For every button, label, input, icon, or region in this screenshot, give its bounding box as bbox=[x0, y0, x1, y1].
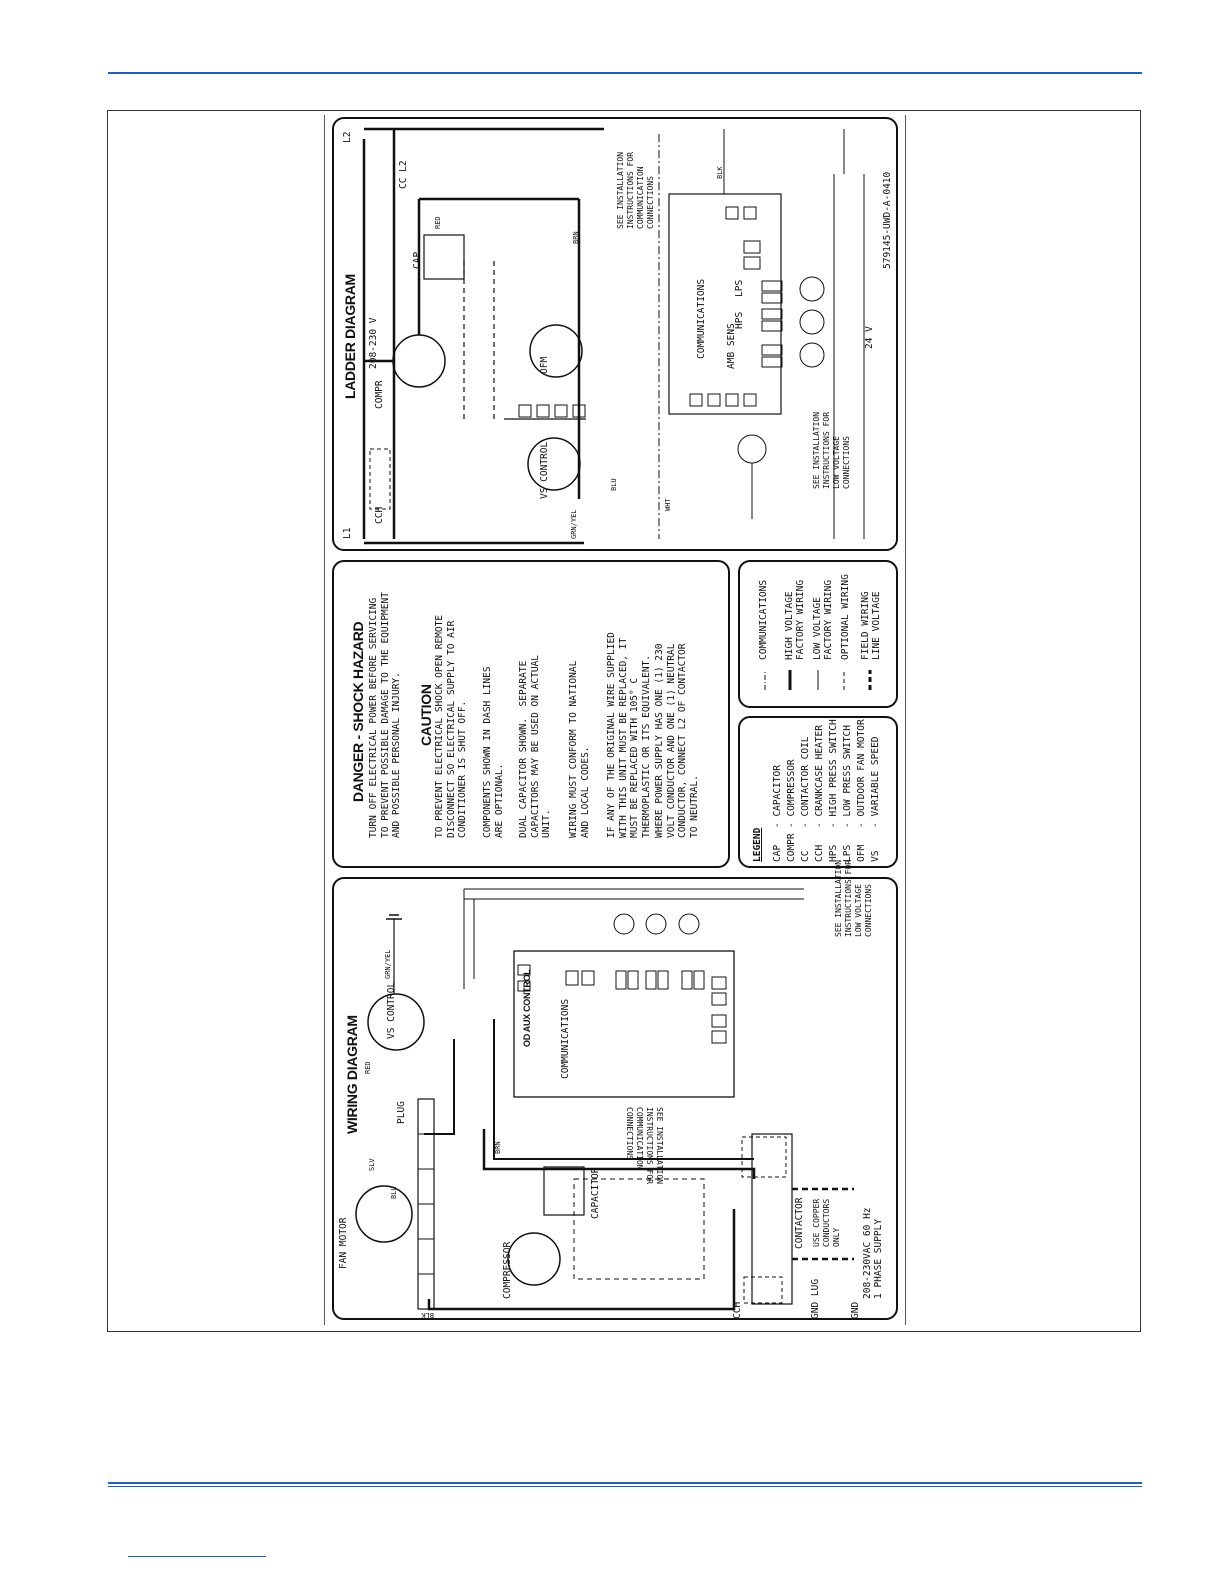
ladder-label-lps: LPS bbox=[734, 279, 745, 297]
line-key-high-voltage: HIGH VOLTAGE FACTORY WIRING bbox=[784, 579, 806, 660]
wiring-title: WIRING DIAGRAM bbox=[344, 1015, 360, 1134]
top-rule bbox=[108, 72, 1142, 74]
ladder-see-install-comm: SEE INSTALLATION INSTRUCTIONS FOR COMMUN… bbox=[616, 151, 655, 229]
bottom-rule-thin bbox=[108, 1486, 1142, 1487]
line-key-panel: COMMUNICATIONS HIGH VOLTAGE FACTORY WIRI… bbox=[738, 560, 898, 708]
ladder-diagram-panel: LADDER DIAGRAM 208-230 V 24 V 579145-UWD… bbox=[332, 117, 898, 551]
wiring-label-plug: PLUG bbox=[396, 1101, 407, 1124]
ladder-title: LADDER DIAGRAM bbox=[342, 274, 358, 399]
legend-row-hps: HPS- HIGH PRESS SWITCH bbox=[828, 719, 839, 862]
legend-row-lps: LPS- LOW PRESS SWITCH bbox=[842, 725, 853, 862]
wiring-label-cch: CCH bbox=[732, 1301, 743, 1319]
note-3: WIRING MUST CONFORM TO NATIONAL AND LOCA… bbox=[568, 660, 591, 838]
legend-row-cap: CAP- CAPACITOR bbox=[772, 765, 783, 862]
ladder-label-vs-control: VS CONTROL bbox=[539, 441, 550, 499]
wiring-label-gnd: GND bbox=[850, 1301, 861, 1319]
caution-title: CAUTION bbox=[418, 684, 434, 746]
ladder-wire-red: RED bbox=[434, 216, 442, 229]
ladder-label-cap: CAP bbox=[412, 251, 423, 269]
footer-link-underline bbox=[128, 1556, 266, 1557]
wiring-wire-red: RED bbox=[364, 1061, 372, 1074]
wiring-label-contactor: CONTACTOR bbox=[794, 1197, 805, 1249]
figure-frame bbox=[107, 110, 1141, 1332]
wiring-see-install-comm: SEE INSTALLATION INSTRUCTIONS FOR COMMUN… bbox=[625, 1107, 664, 1185]
line-key-field-wiring: FIELD WIRING LINE VOLTAGE bbox=[860, 591, 882, 660]
ladder-label-amb-sens: AMB SENS bbox=[726, 323, 737, 369]
notes-panel: DANGER - SHOCK HAZARD TURN OFF ELECTRICA… bbox=[332, 560, 730, 868]
ladder-part-number: 579145-UWD-A-0410 bbox=[882, 171, 893, 269]
ladder-label-hps: HPS bbox=[734, 311, 745, 329]
legend-row-compr: COMPR- COMPRESSOR bbox=[786, 759, 797, 862]
ladder-diagram-schematic bbox=[362, 127, 865, 545]
legend-row-cc: CC- CONTACTOR COIL bbox=[800, 736, 811, 862]
wiring-label-gnd-lug: GND LUG bbox=[810, 1278, 821, 1319]
ladder-label-l1: L1 bbox=[342, 527, 353, 539]
ladder-label-cch: CCH bbox=[374, 506, 385, 524]
legend-row-cch: CCH- CRANKCASE HEATER bbox=[814, 725, 825, 862]
wiring-diagram-schematic bbox=[355, 888, 854, 1311]
ladder-wire-blu: BLU bbox=[610, 478, 618, 491]
wiring-label-od-aux: OD AUX CONTROL bbox=[522, 969, 532, 1047]
danger-text: TURN OFF ELECTRICAL POWER BEFORE SERVICI… bbox=[368, 592, 402, 838]
danger-title: DANGER - SHOCK HAZARD bbox=[350, 621, 366, 802]
ladder-wire-brn: BRN bbox=[572, 231, 580, 244]
ladder-wire-grn-yel: GRN/YEL bbox=[570, 509, 578, 539]
wiring-diagram-panel: WIRING DIAGRAM FAN MOTOR PLUG VS CONTROL… bbox=[332, 860, 898, 1320]
line-key-low-voltage: LOW VOLTAGE FACTORY WIRING bbox=[812, 579, 834, 660]
ladder-label-cc-l2: CC L2 bbox=[398, 160, 409, 189]
ladder-label-l2: L2 bbox=[342, 131, 353, 143]
note-1: COMPONENTS SHOWN IN DASH LINES ARE OPTIO… bbox=[482, 666, 505, 838]
legend-panel: LEGEND CAP- CAPACITOR COMPR- COMPRESSOR … bbox=[738, 716, 898, 868]
line-key-optional: OPTIONAL WIRING bbox=[840, 574, 851, 660]
legend-title: LEGEND bbox=[752, 827, 763, 862]
line-key-swatches bbox=[764, 670, 872, 690]
note-2: DUAL CAPACITOR SHOWN. SEPARATE CAPACITOR… bbox=[518, 654, 552, 838]
wiring-label-fan-motor: FAN MOTOR bbox=[338, 1217, 349, 1269]
legend-row-ofm: OFM- OUTDOOR FAN MOTOR bbox=[856, 719, 867, 862]
ladder-wire-blk: BLK bbox=[716, 166, 724, 179]
line-key-communications: COMMUNICATIONS bbox=[758, 579, 769, 660]
wiring-label-supply: 208-230VAC 60 Hz 1 PHASE SUPPLY bbox=[862, 1207, 884, 1299]
wiring-label-use-copper: USE COPPER CONDUCTORS ONLY bbox=[812, 1198, 841, 1247]
diagram-sheet bbox=[324, 115, 906, 1325]
wiring-wire-brn: BRN bbox=[494, 1141, 502, 1154]
wiring-see-install-low: SEE INSTALLATION INSTRUCTIONS FOR LOW VO… bbox=[834, 859, 873, 937]
wiring-wire-grn-yel: GRN/YEL bbox=[384, 949, 392, 979]
bottom-rule bbox=[108, 1482, 1142, 1484]
wiring-wire-blk: BLK bbox=[421, 1311, 434, 1319]
wiring-label-vs-control: VS CONTROL bbox=[386, 981, 397, 1039]
note-4: IF ANY OF THE ORIGINAL WIRE SUPPLIED WIT… bbox=[606, 632, 652, 838]
wiring-label-capacitor: CAPACITOR bbox=[590, 1167, 601, 1219]
wiring-wire-blu: BLU bbox=[390, 1186, 398, 1199]
ladder-low-voltage: 24 V bbox=[864, 326, 875, 349]
ladder-label-compr: COMPR bbox=[374, 380, 385, 409]
wiring-label-compressor: COMPRESSOR bbox=[502, 1241, 513, 1299]
wiring-wire-slv: SLV bbox=[368, 1158, 376, 1171]
ladder-wire-wht: WHT bbox=[664, 498, 672, 511]
legend-row-vs: VS- VARIABLE SPEED bbox=[870, 736, 881, 862]
ladder-see-install-low: SEE INSTALLATION INSTRUCTIONS FOR LOW VO… bbox=[812, 411, 851, 489]
note-5: WHERE POWER SUPPLY HAS ONE (1) 230 VOLT … bbox=[654, 643, 700, 838]
ladder-voltage: 208-230 V bbox=[368, 317, 379, 369]
caution-text: TO PREVENT ELECTRICAL SHOCK OPEN REMOTE … bbox=[434, 614, 468, 838]
ladder-label-ofm: OFM bbox=[539, 356, 550, 374]
wiring-label-communications: COMMUNICATIONS bbox=[560, 998, 571, 1079]
ladder-label-communications: COMMUNICATIONS bbox=[696, 278, 707, 359]
